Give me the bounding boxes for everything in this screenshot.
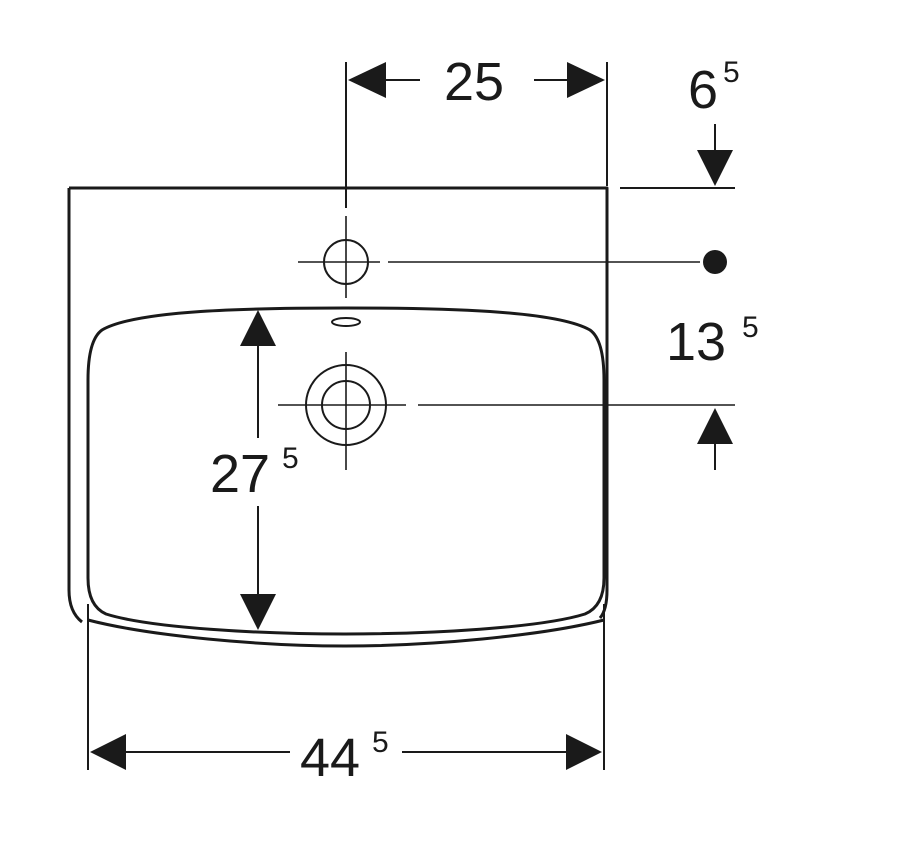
dimension-top-offset-sup: 5	[723, 56, 740, 89]
front-rim-line	[87, 618, 605, 648]
dimension-side-offset-sup: 5	[742, 311, 759, 344]
dimension-bowl-depth: 27 5	[210, 310, 299, 630]
dimension-top-offset: 6 5	[620, 56, 740, 189]
dimension-total-width-sup: 5	[372, 726, 389, 759]
dimension-bowl-depth-sup: 5	[282, 442, 299, 475]
dimension-top-offset-label: 6	[688, 60, 718, 120]
dimension-bowl-depth-label: 27	[210, 444, 270, 504]
dimension-side-offset: 13 5	[666, 311, 759, 470]
tap-reference-dot	[703, 250, 727, 274]
basin-outer-outline	[67, 186, 609, 624]
dimension-side-offset-label: 13	[666, 312, 726, 372]
dimension-total-width: 44 5	[87, 604, 605, 788]
drain-hole	[278, 352, 406, 470]
bowl-inner-outline	[86, 306, 606, 636]
dimension-total-width-label: 44	[300, 728, 360, 788]
overflow-slot	[331, 317, 361, 327]
dimension-top-width-label: 25	[444, 52, 504, 112]
dimension-top-width: 25	[345, 52, 608, 208]
tap-hole	[298, 216, 380, 298]
